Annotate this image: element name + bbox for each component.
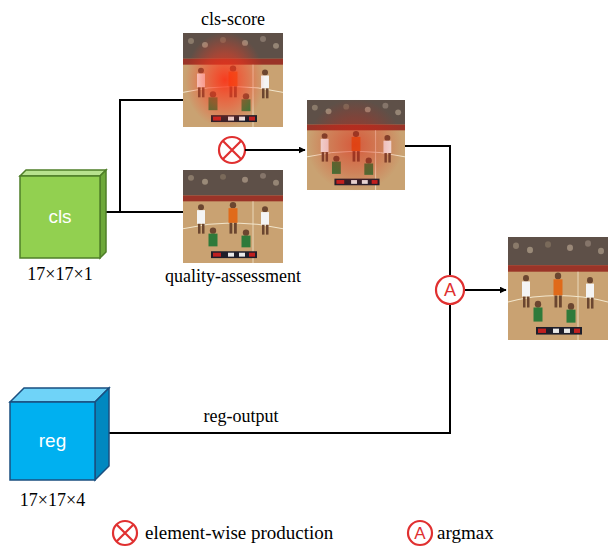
legend-text: argmax	[437, 523, 494, 544]
tensor-block: reg17×17×4	[10, 402, 95, 480]
image-heading: quality-assessment	[165, 266, 301, 287]
legend-text: element-wise production	[145, 523, 333, 544]
legend-symbol-letter: A	[414, 525, 425, 542]
image-result	[508, 237, 608, 340]
heatmap	[185, 32, 265, 128]
dimension-label: 17×17×1	[27, 264, 92, 285]
arrow	[465, 289, 506, 291]
block-name: reg	[10, 430, 95, 452]
block-name: cls	[20, 206, 100, 228]
wire	[405, 146, 450, 275]
image-quality	[183, 170, 283, 263]
heatmap	[307, 99, 403, 191]
image-heading: cls-score	[201, 9, 265, 30]
tensor-block: cls17×17×1	[20, 176, 100, 258]
arrow	[245, 149, 305, 151]
image-product	[307, 100, 405, 190]
legend-product-symbol	[113, 521, 137, 545]
dimension-label: 17×17×4	[20, 490, 85, 511]
product-symbol	[219, 137, 245, 163]
connector	[106, 100, 183, 212]
argmax-letter: A	[435, 280, 465, 301]
image-cls-score	[183, 33, 283, 127]
argmax-node: A	[435, 275, 465, 305]
legend-argmax-symbol	[408, 521, 432, 545]
edge-label: reg-output	[202, 407, 281, 427]
connector	[109, 305, 450, 433]
image-node: cls-score	[183, 33, 283, 127]
image-node: quality-assessment	[183, 170, 283, 263]
connector	[106, 211, 183, 213]
